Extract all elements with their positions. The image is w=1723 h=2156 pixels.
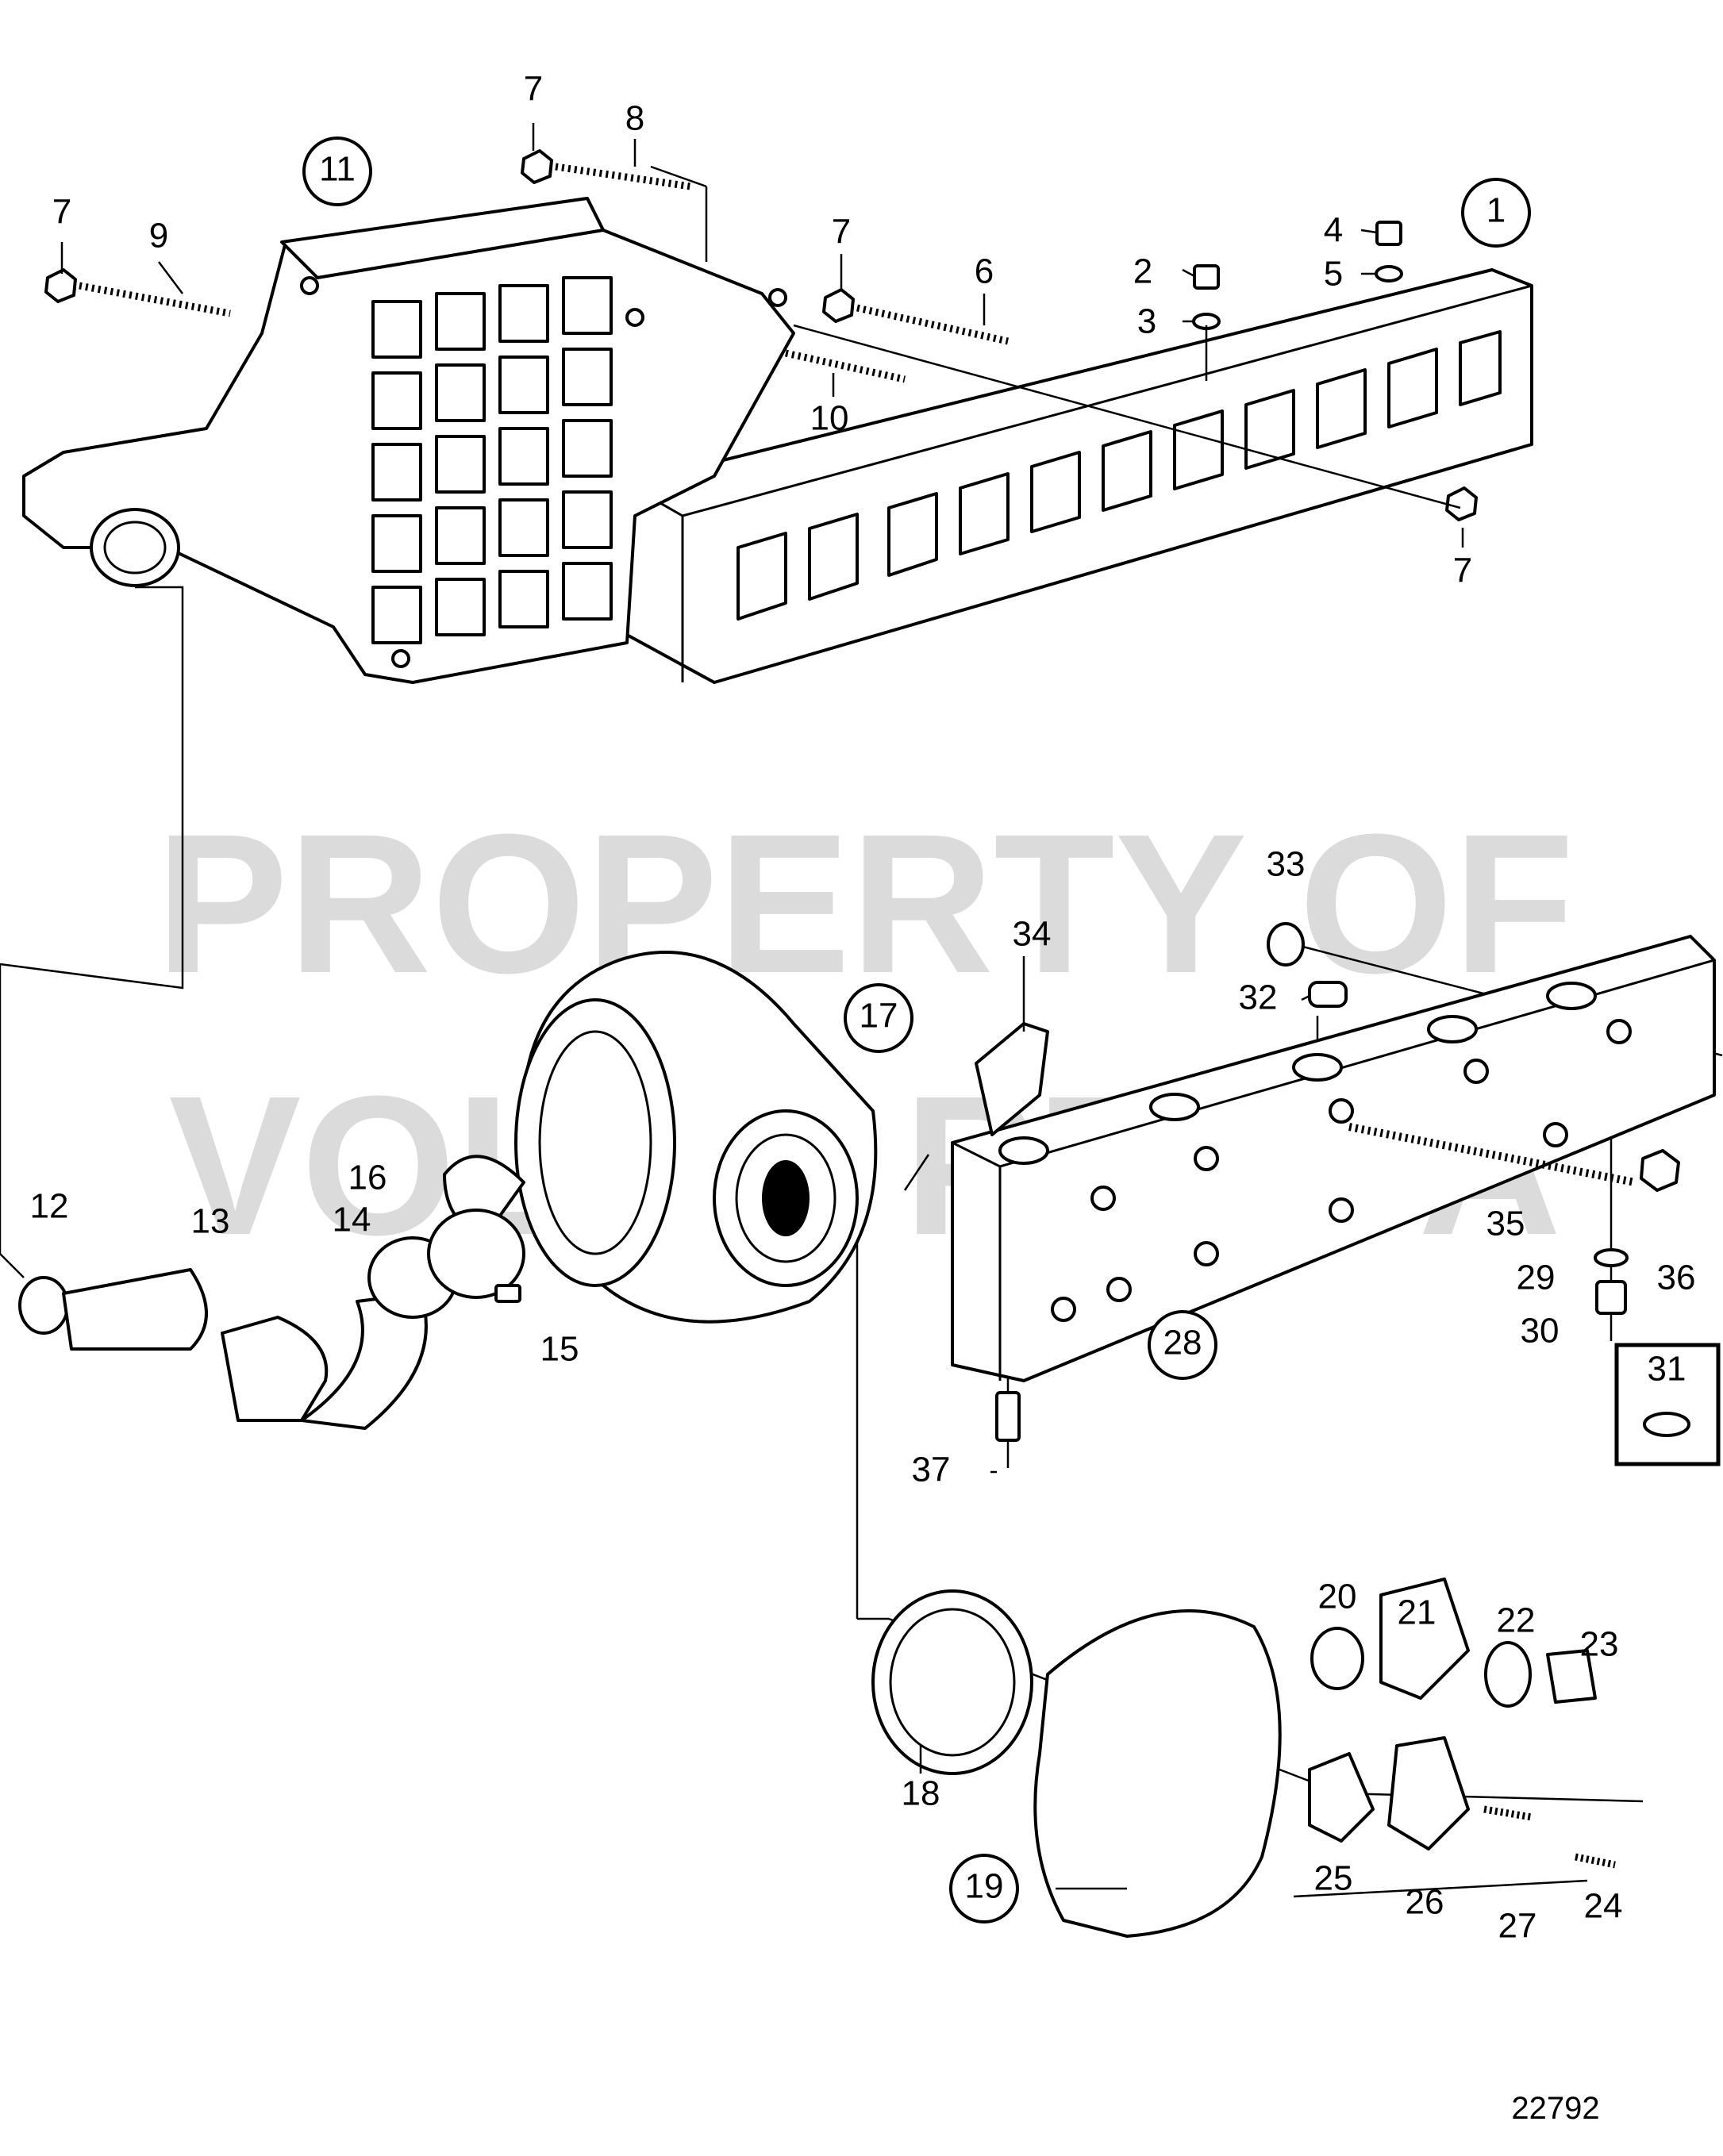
callout-22: 22 (1497, 1601, 1536, 1640)
callout-13: 13 (191, 1202, 230, 1241)
callout-35: 35 (1486, 1205, 1525, 1243)
callout-10: 10 (810, 399, 849, 438)
turbocharger-part-17 (443, 951, 878, 1324)
flange-26 (1387, 1736, 1470, 1850)
callout-2: 2 (1133, 252, 1152, 291)
callout-9: 9 (149, 217, 168, 256)
nut-7-right (1445, 486, 1478, 521)
reference-number: 22792 (1511, 2091, 1599, 2126)
nut-7-left (44, 268, 77, 303)
callout-25: 25 (1314, 1859, 1353, 1898)
callout-5: 5 (1324, 255, 1343, 294)
callout-4: 4 (1324, 211, 1343, 250)
gasket-16 (427, 1209, 525, 1299)
callout-23: 23 (1580, 1625, 1619, 1664)
callout-33: 33 (1267, 845, 1306, 884)
callout-16: 16 (348, 1159, 387, 1197)
plug-4 (1375, 221, 1402, 246)
nipple-37 (995, 1391, 1021, 1442)
clamp-22 (1484, 1641, 1532, 1708)
nut-7-top (521, 149, 553, 184)
ring-33 (1267, 922, 1305, 967)
washer-31 (1643, 1412, 1690, 1437)
part-31-box (1614, 1343, 1721, 1466)
callout-18: 18 (902, 1774, 940, 1813)
gasket-25 (1308, 1752, 1375, 1843)
stud-9 (79, 282, 231, 317)
callout-3: 3 (1137, 302, 1156, 341)
callout-37: 37 (912, 1451, 951, 1489)
callout-circles (302, 136, 1531, 1923)
turbo-compressor-housing (514, 998, 676, 1287)
stud-10 (785, 349, 906, 383)
callout-19: 19 (965, 1867, 1004, 1906)
callout-15: 15 (540, 1330, 579, 1369)
callout-labels: 1 2 3 4 5 6 7 7 7 7 8 9 10 11 12 13 14 1… (30, 70, 1696, 1946)
v-clamp-18 (871, 1589, 1033, 1775)
callout-20: 20 (1318, 1578, 1357, 1616)
callout-27: 27 (1498, 1907, 1537, 1946)
callout-11: 11 (319, 150, 356, 189)
hose-13b (221, 1316, 329, 1422)
callout-7-left: 7 (52, 193, 71, 232)
callout-6: 6 (975, 252, 994, 291)
callout-17: 17 (860, 997, 898, 1036)
plug-2 (1193, 264, 1220, 290)
exhaust-elbow-assembly (871, 1578, 1616, 1938)
callout-30: 30 (1521, 1312, 1560, 1351)
hose-13a (62, 1268, 208, 1351)
callout-7-top: 7 (524, 70, 543, 109)
callout-28: 28 (1163, 1324, 1202, 1362)
washer-5 (1375, 265, 1403, 282)
callout-12: 12 (30, 1187, 69, 1226)
o-ring-12 (18, 1276, 69, 1335)
manifold-fasteners (975, 922, 1680, 1442)
callout-31: 31 (1648, 1350, 1686, 1389)
callout-14: 14 (333, 1201, 371, 1239)
callout-34: 34 (1013, 915, 1052, 954)
ring-32 (1308, 981, 1348, 1008)
watermark-line-1: PROPERTY OF (156, 793, 1574, 1014)
flange-21 (1379, 1578, 1470, 1700)
nut-36 (1640, 1149, 1680, 1192)
stud-8 (555, 163, 691, 190)
callout-1: 1 (1486, 191, 1506, 230)
charge-air-cooler-housing-part-11 (22, 197, 795, 684)
callout-32: 32 (1239, 978, 1278, 1017)
callout-36: 36 (1657, 1259, 1696, 1297)
elbow-19 (1033, 1609, 1282, 1938)
cooler-grid (371, 276, 613, 644)
callout-8: 8 (625, 99, 644, 138)
outlet-pipe-assembly (18, 1209, 525, 1430)
plug-30 (1595, 1280, 1627, 1315)
screw-27 (1483, 1805, 1533, 1821)
callout-leaders (60, 123, 1464, 1890)
callout-29: 29 (1517, 1259, 1556, 1297)
screw-15 (494, 1284, 521, 1303)
seal-20 (1310, 1627, 1364, 1690)
exhaust-manifold-part-28 (951, 935, 1716, 1382)
callout-7-right: 7 (1453, 551, 1472, 590)
hose-23 (1546, 1649, 1597, 1704)
callout-21: 21 (1398, 1593, 1436, 1632)
callout-26: 26 (1406, 1883, 1444, 1922)
stud-35 (1348, 1123, 1636, 1186)
screw-24 (1575, 1853, 1616, 1869)
nut-7-mid (822, 288, 855, 323)
callout-7-mid: 7 (832, 213, 851, 252)
plate-34 (975, 1022, 1049, 1136)
upper-fasteners (44, 149, 1478, 521)
washer-29 (1594, 1248, 1629, 1267)
stud-6 (856, 304, 1009, 345)
intake-manifold-part-1 (625, 268, 1533, 684)
callout-24: 24 (1584, 1887, 1623, 1926)
